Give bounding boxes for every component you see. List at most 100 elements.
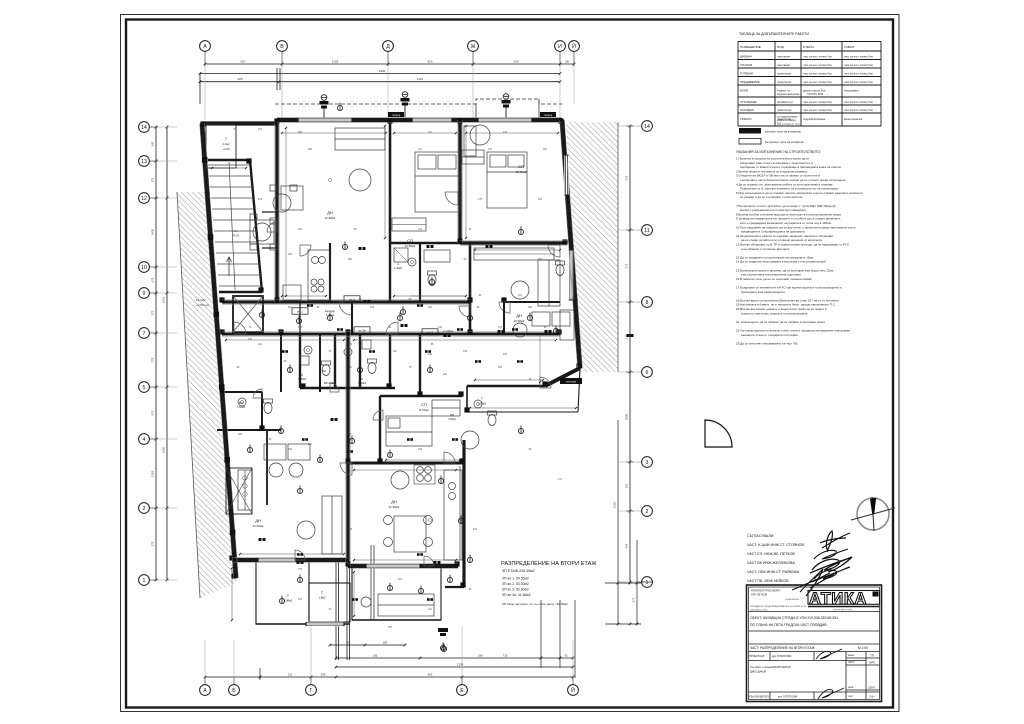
svg-text:И: И [558,44,562,50]
svg-text:като е предвидена възможност н: като е предвидена възможност на парапета… [740,221,832,225]
svg-text:БАНЯ: БАНЯ [740,89,748,93]
svg-text:хидрофобизирана: хидрофобизирана [803,117,826,121]
svg-text:111: 111 [288,673,293,677]
svg-text:Т: Т [321,591,323,595]
svg-text:ПОД: ПОД [777,45,785,49]
svg-text:вст.: вст. [234,230,239,233]
svg-text:575: 575 [388,627,393,629]
svg-text:по размер и да се съгласуват с: по размер и да се съгласуват с изпълните… [740,195,803,199]
svg-text:90: 90 [389,198,392,201]
svg-text:62: 62 [359,299,362,301]
svg-text:гранитогрес: гранитогрес [777,73,792,76]
svg-text:А: А [301,373,303,377]
svg-text:133: 133 [418,448,423,451]
svg-text:21. Асансьорите да се изберат: 21. Асансьорите да се изберат да се изби… [736,320,826,324]
svg-text:т.0888/000000: т.0888/000000 [785,599,800,601]
svg-text:гипс.шп-ка и латекс.боя: гипс.шп-ка и латекс.боя [844,63,873,67]
svg-text:«Мапел» прайм.),: «Мапел» прайм.), [777,119,797,122]
svg-text:22.Топлоизолацията по външни с: 22.Топлоизолацията по външни стени тухли… [736,329,850,333]
svg-text:310: 310 [538,198,543,201]
svg-text:ЧАСТ: РАЗПРЕДЕЛЕНИЕ НА ВТОРИ: ЧАСТ: РАЗПРЕДЕЛЕНИЕ НА ВТОРИ ЕТАЖ [750,646,815,650]
svg-text:гипс.шп-ка и латекс.боя: гипс.шп-ка и латекс.боя [803,72,832,76]
svg-text:+2.80: +2.80 [222,147,230,151]
svg-text:180: 180 [383,641,388,645]
svg-text:19.Настилката в баните, не е т: 19.Настилката в баните, не е терасен в б… [736,303,836,307]
svg-text:58: 58 [565,60,569,64]
svg-text:СП: СП [518,164,524,169]
svg-text:199: 199 [478,654,483,658]
svg-text:вътрешни тела на климатик: вътрешни тела на климатик [765,140,804,144]
svg-text:фаза:: фаза: [848,654,855,657]
svg-text:водозащ.циментова: водозащ.циментова [777,93,800,96]
svg-text:3.52м2: 3.52м2 [448,419,456,421]
svg-text:1338: 1338 [457,663,464,667]
svg-text:лист:: лист: [848,695,854,698]
svg-text:БW: БW [450,414,455,417]
svg-text:Позволение от Е. външни елемен: Позволение от Е. външни елементи са в гр… [740,187,839,191]
svg-text:130: 130 [438,327,443,329]
svg-text:А: А [203,688,207,694]
svg-text:179: 179 [498,327,503,329]
svg-text:110: 110 [393,351,397,353]
svg-text:по хидроизолация: по хидроизолация [777,116,798,119]
svg-text:боядисване: боядисване [844,89,859,93]
svg-text:110: 110 [348,367,352,369]
svg-text:277: 277 [151,310,155,315]
svg-text:и не облицат с топлинна, вик.м: и не облицат с топлинна, вик.мата. [741,247,790,251]
svg-text:1193: 1193 [151,471,155,477]
svg-text:85: 85 [349,434,352,436]
svg-text:ЗП ап.3- 50.60м2: ЗП ап.3- 50.60м2 [502,588,529,592]
svg-text:171: 171 [558,478,563,481]
svg-text:ДНЕВНА: ДНЕВНА [740,55,752,59]
svg-text:310: 310 [528,307,533,309]
svg-text:341: 341 [151,141,155,146]
svg-text:ЧАСТ ЕЛ. ИНЖ.ВЛ. ПЕТКОВ: ЧАСТ ЕЛ. ИНЖ.ВЛ. ПЕТКОВ [747,552,795,556]
svg-text:Г: Г [310,688,313,694]
svg-text:ЗЕМЛИЩЕ: ЗЕМЛИЩЕ [566,382,577,384]
svg-text:963: 963 [428,673,433,677]
svg-text:РЪКОВОДИТЕЛ:: РЪКОВОДИТЕЛ: [749,695,770,699]
svg-text:8.76м2: 8.76м2 [419,408,429,412]
svg-text:14: 14 [644,124,650,130]
svg-text:М 1:50: М 1:50 [858,646,868,650]
svg-text:1.Промени в процеса на строите: 1.Промени в процеса на строителството мо… [736,157,810,161]
svg-text:220: 220 [288,253,293,256]
svg-text:Д: Д [386,44,390,50]
svg-text:119: 119 [398,578,402,581]
svg-text:1/1+: 1/1+ [869,695,875,699]
svg-text:ап.3а: ап.3а [358,328,366,332]
svg-text:лам.паркет: лам.паркет [777,64,791,67]
svg-text:АРХ.ПЕТКОВ: АРХ.ПЕТКОВ [751,593,767,597]
svg-text:675: 675 [151,277,155,282]
svg-text:17.Боядисват се елементите в Р: 17.Боядисват се елементите в РУС при вси… [736,286,842,290]
svg-text:697: 697 [240,60,245,64]
svg-text:110: 110 [418,149,422,151]
svg-text:гранитогрес: гранитогрес [777,118,792,121]
svg-text:2007г.: 2007г. [868,686,876,690]
svg-text:7: 7 [143,331,146,337]
svg-text:мозайка /щ.2: мозайка /щ.2 [777,100,793,104]
svg-text:съответните части.Технологични: съответните части.Технологичните отвори … [740,178,847,182]
svg-text:90: 90 [237,367,240,369]
svg-text:ПЛОВДИВ УЛ.'ХР.ДЮКМЕДЖИЕВ' №8: ПЛОВДИВ УЛ.'ХР.ДЮКМЕДЖИЕВ' №8 тел.032/62… [750,605,807,608]
svg-text:13.Да се придвижи топлоизолаци: 13.Да се придвижи топлоизолация на прозо… [736,255,814,259]
svg-text:СП: СП [421,402,427,407]
svg-text:ап.2: ап.2 [427,330,433,334]
svg-text:СТЕНИ: СТЕНИ [803,45,814,49]
svg-text:130: 130 [463,351,468,353]
svg-text:А: А [397,262,399,266]
svg-text:16.В зимните тела, да не се из: 16.В зимните тела, да не се използват се… [736,277,812,281]
svg-text:гипс.шп-ка и латекс.боя: гипс.шп-ка и латекс.боя [844,72,873,76]
svg-text:6: 6 [646,370,649,376]
svg-text:14: 14 [141,125,147,131]
svg-text:външни тела на климатик: външни тела на климатик [765,130,801,134]
svg-text:СПАЛНЯ: СПАЛНЯ [740,63,752,67]
svg-text:85: 85 [479,295,482,297]
svg-text:2.08м2: 2.08м2 [284,599,293,603]
svg-text:5.23м2: 5.23м2 [478,402,487,406]
svg-text:119: 119 [298,599,302,601]
svg-text:АТИКА: АТИКА [809,590,867,608]
svg-text:ЗП общо застроен. по-тъл.общ.ч: ЗП общо застроен. по-тъл.общ.части / 30.… [502,602,568,606]
svg-text:384: 384 [348,528,353,531]
svg-text:1: 1 [143,578,146,584]
